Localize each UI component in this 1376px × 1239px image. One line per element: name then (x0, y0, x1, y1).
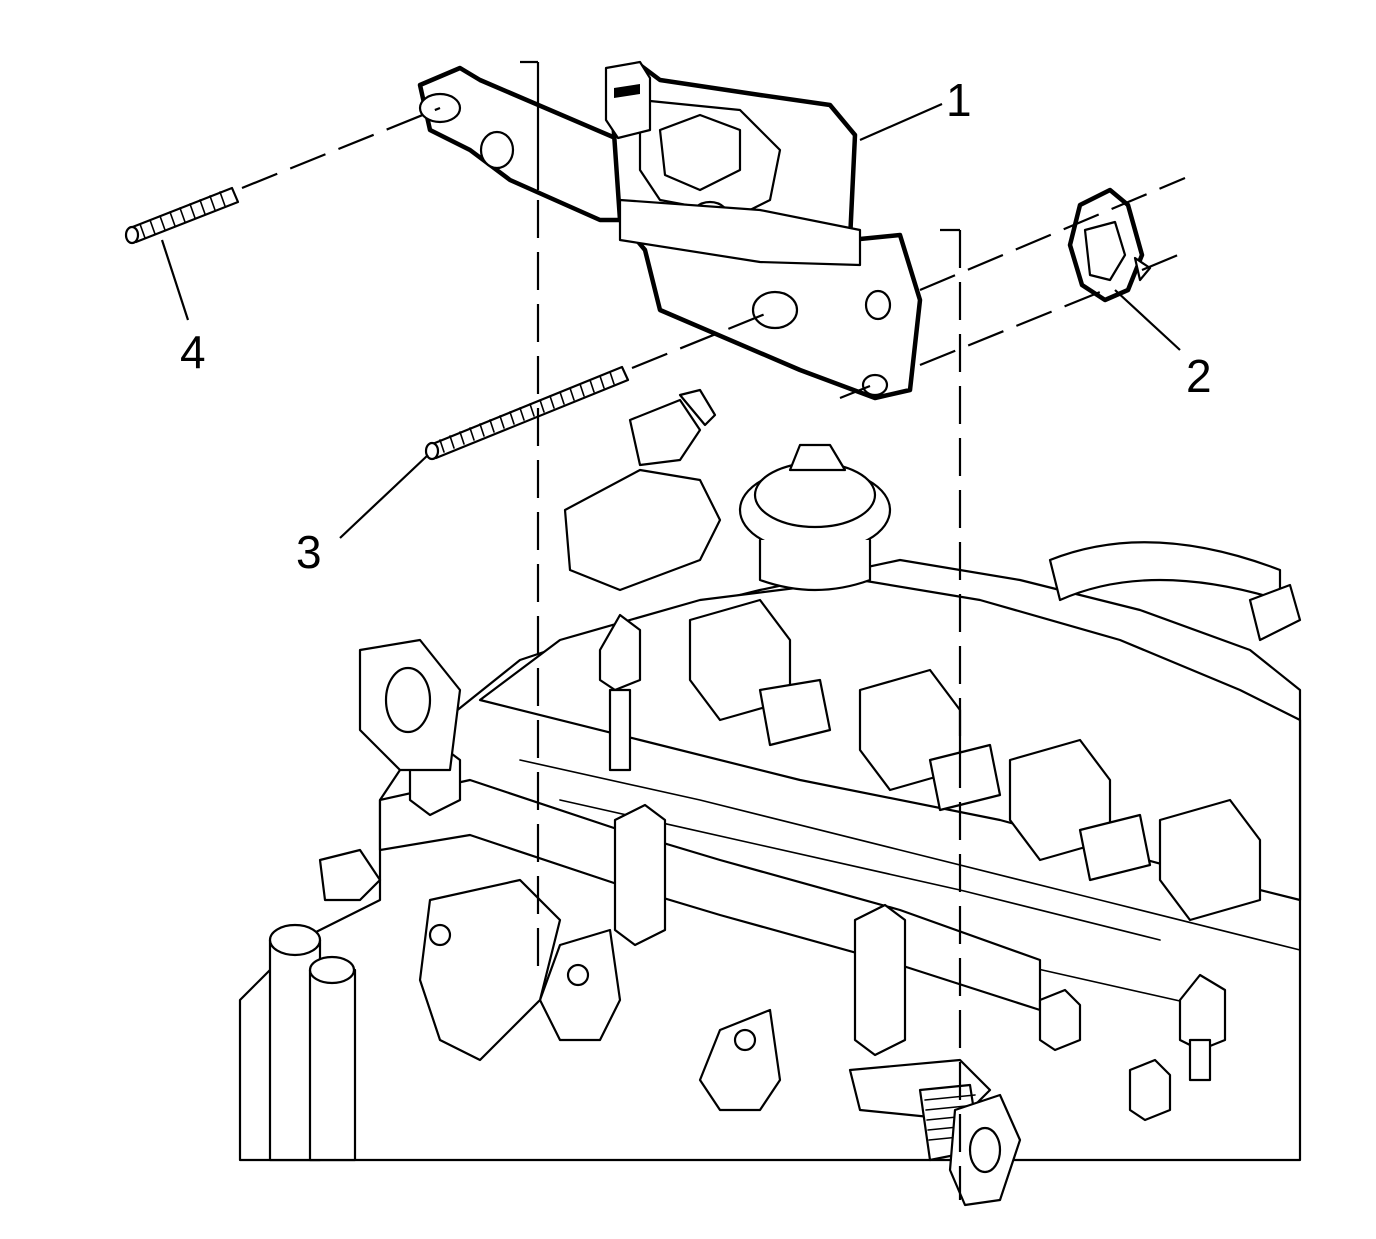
callout-4: 4 (160, 239, 206, 378)
solenoid-valve (563, 388, 722, 592)
ignition-coil-3 (1008, 738, 1152, 882)
alignment-lines (241, 60, 1191, 1200)
ignition-coil-1 (688, 598, 832, 747)
callout-1: 1 (859, 74, 972, 142)
callout-2: 2 (1114, 289, 1212, 402)
callout-label-3: 3 (296, 526, 322, 578)
callout-label-1: 1 (946, 74, 972, 126)
gasket (1067, 187, 1152, 303)
spark-plug-caps (598, 613, 1227, 1082)
oil-filler-cap (738, 443, 892, 592)
callout-3: 3 (296, 454, 429, 578)
egr-tube (848, 1058, 1022, 1207)
hoses (268, 541, 1302, 1162)
ignition-coil-2 (858, 668, 1002, 812)
egr-valve (417, 60, 923, 401)
engine-assembly (238, 388, 1302, 1207)
stud-short (124, 186, 240, 245)
callout-label-4: 4 (180, 326, 206, 378)
stud-long (424, 365, 630, 461)
callout-label-2: 2 (1186, 350, 1212, 402)
bolts (408, 743, 1172, 1122)
ignition-coil-4 (1158, 798, 1262, 922)
